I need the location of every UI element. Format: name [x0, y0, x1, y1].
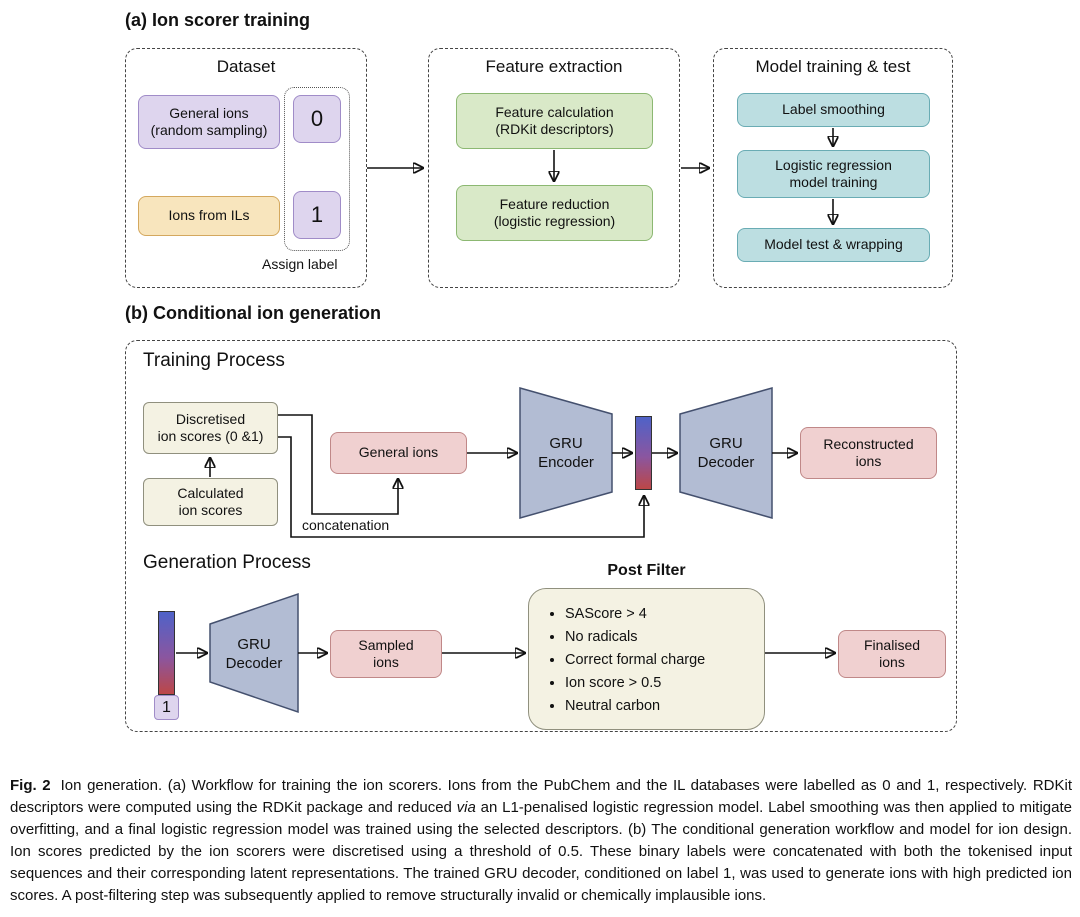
caption-text-1: Ion generation. (a) Workflow for trainin… [10, 777, 1072, 816]
model-test-node: Model test & wrapping [737, 228, 930, 262]
post-filter-item: No radicals [565, 626, 764, 649]
feature-reduction-node: Feature reduction (logistic regression) [456, 185, 653, 241]
post-filter-item: Neutral carbon [565, 695, 764, 718]
model-training-group-box [713, 48, 953, 288]
dataset-group-title: Dataset [216, 57, 276, 76]
logistic-regression-node: Logistic regression model training [737, 150, 930, 198]
training-process-title: Training Process [143, 350, 285, 371]
latent-vector-bar-training [635, 416, 652, 490]
feature-calculation-node: Feature calculation (RDKit descriptors) [456, 93, 653, 149]
concatenation-label: concatenation [302, 517, 390, 533]
dataset-group-box [125, 48, 367, 288]
section-b-title: (b) Conditional ion generation [125, 303, 381, 323]
label-smoothing-node: Label smoothing [737, 93, 930, 127]
post-filter-title: Post Filter [607, 562, 686, 579]
post-filter-list: SAScore > 4 No radicals Correct formal c… [543, 603, 764, 718]
post-filter-item: Ion score > 0.5 [565, 672, 764, 695]
section-a-title: (a) Ion scorer training [125, 10, 311, 30]
gru-decoder-generation-label: GRU Decoder [225, 635, 283, 673]
post-filter-item: SAScore > 4 [565, 603, 764, 626]
discretised-scores-node: Discretised ion scores (0 &1) [143, 402, 278, 454]
assign-label-text: Assign label [262, 256, 338, 272]
assign-label-dotted-box [284, 87, 350, 251]
reconstructed-ions-node: Reconstructed ions [800, 427, 937, 479]
feature-extraction-title: Feature extraction [485, 57, 623, 76]
calculated-scores-node: Calculated ion scores [143, 478, 278, 526]
caption-via-italic: via [456, 799, 476, 816]
gru-encoder-label: GRU Encoder [538, 434, 594, 472]
model-training-title: Model training & test [755, 57, 911, 76]
general-ions-b-node: General ions [330, 432, 467, 474]
conditional-generation-box [125, 340, 957, 732]
caption-text-2: an L1-penalised logistic regression mode… [10, 799, 1072, 904]
post-filter-box: SAScore > 4 No radicals Correct formal c… [528, 588, 765, 730]
label-1-node: 1 [293, 191, 341, 239]
finalised-ions-node: Finalised ions [838, 630, 946, 678]
general-ions-node: General ions (random sampling) [138, 95, 280, 149]
label-0-node: 0 [293, 95, 341, 143]
condition-label-1-node: 1 [154, 695, 179, 720]
generation-process-title: Generation Process [143, 552, 311, 573]
gru-decoder-training-label: GRU Decoder [697, 434, 755, 472]
caption-figure-label: Fig. 2 [10, 777, 51, 794]
post-filter-item: Correct formal charge [565, 649, 764, 672]
ions-from-ils-node: Ions from ILs [138, 196, 280, 236]
feature-extraction-group-box [428, 48, 680, 288]
latent-vector-bar-generation [158, 611, 175, 695]
sampled-ions-node: Sampled ions [330, 630, 442, 678]
